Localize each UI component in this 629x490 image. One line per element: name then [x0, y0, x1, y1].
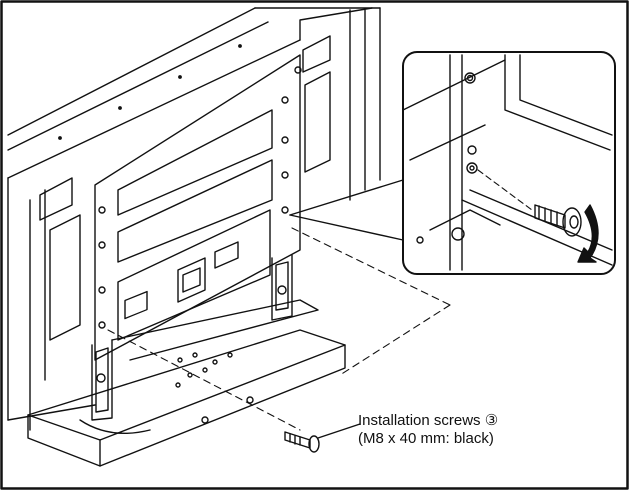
detail-inset	[402, 51, 616, 275]
callout-line-2: (M8 x 40 mm: black)	[358, 430, 494, 447]
stand-base	[27, 329, 346, 441]
handle	[304, 71, 331, 173]
handle	[49, 214, 81, 341]
curved-arrow-icon	[577, 204, 599, 263]
zoom-leader	[289, 179, 404, 241]
handle	[302, 35, 331, 73]
terminal-panel	[117, 209, 271, 341]
screw-icon	[534, 204, 582, 237]
callout-line-1: Installation screws ③	[358, 412, 499, 429]
installation-screws-label: Installation screws ③ (M8 x 40 mm: black…	[358, 412, 498, 448]
guide-lines	[107, 227, 451, 431]
handle	[39, 177, 73, 221]
vent-slot	[117, 159, 273, 263]
label-leader	[317, 423, 361, 439]
stand	[27, 254, 346, 467]
vent-slot	[117, 109, 273, 216]
installation-screw-icon	[284, 431, 320, 453]
tv-panel	[7, 7, 381, 431]
